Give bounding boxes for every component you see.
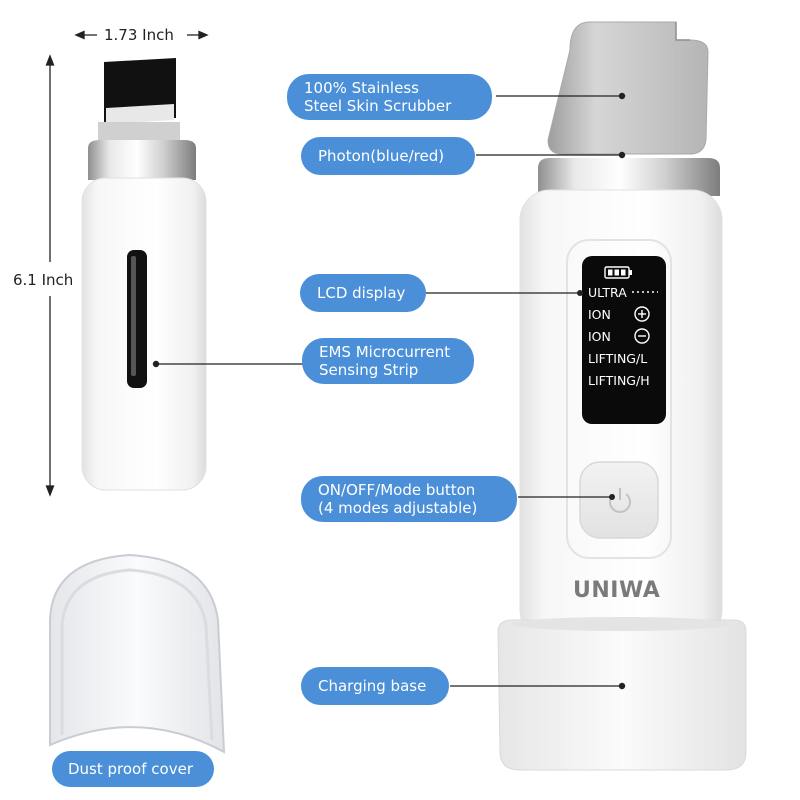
callout-dust-cover: Dust proof cover bbox=[52, 751, 214, 787]
height-dimension-arrow bbox=[45, 54, 55, 497]
lcd-mode-lifting-low: LIFTING/L bbox=[588, 351, 648, 366]
small-device-side-view bbox=[81, 58, 207, 491]
callout-cover-label: Dust proof cover bbox=[68, 760, 193, 778]
callout-lcd-label: LCD display bbox=[317, 284, 406, 302]
plus-circle-icon bbox=[634, 306, 650, 322]
lcd-mode-ion-negative: ION bbox=[588, 329, 611, 344]
callout-ems-line2: Sensing Strip bbox=[319, 361, 419, 379]
minus-circle-icon bbox=[634, 328, 650, 344]
leader-lines bbox=[158, 95, 622, 687]
callout-stainless-scrubber: 100% Stainless Steel Skin Scrubber bbox=[287, 74, 492, 120]
width-dimension-arrow bbox=[74, 30, 209, 40]
width-label: 1.73 Inch bbox=[104, 26, 174, 44]
height-label: 6.1 Inch bbox=[13, 271, 74, 289]
callout-scrubber-line1: 100% Stainless bbox=[304, 79, 419, 97]
lcd-mode-lifting-high: LIFTING/H bbox=[588, 373, 650, 388]
battery-icon bbox=[604, 266, 632, 279]
callout-ems-strip: EMS Microcurrent Sensing Strip bbox=[302, 338, 474, 384]
leader-dots bbox=[152, 92, 626, 690]
callout-mode-button: ON/OFF/Mode button (4 modes adjustable) bbox=[301, 476, 517, 522]
brand-logo: UNIWA bbox=[573, 578, 661, 603]
callout-photon: Photon(blue/red) bbox=[301, 137, 475, 175]
callout-photon-label: Photon(blue/red) bbox=[318, 147, 445, 165]
callout-button-line2: (4 modes adjustable) bbox=[318, 499, 478, 517]
callout-button-line1: ON/OFF/Mode button bbox=[318, 481, 476, 499]
lcd-mode-ion-positive: ION bbox=[588, 307, 611, 322]
callout-scrubber-line2: Steel Skin Scrubber bbox=[304, 97, 452, 115]
dust-proof-cover bbox=[49, 553, 226, 754]
callout-charging-label: Charging base bbox=[318, 677, 427, 695]
lcd-screen bbox=[582, 256, 666, 424]
main-device bbox=[497, 21, 747, 771]
callout-charging-base: Charging base bbox=[301, 667, 449, 705]
callout-lcd-display: LCD display bbox=[300, 274, 426, 312]
callout-ems-line1: EMS Microcurrent bbox=[319, 343, 451, 361]
lcd-mode-ultra: ULTRA bbox=[588, 285, 627, 300]
